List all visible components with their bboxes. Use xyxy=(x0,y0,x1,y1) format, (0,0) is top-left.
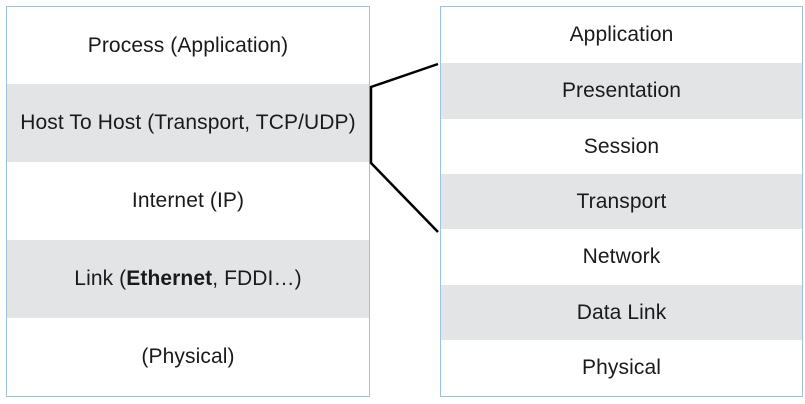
layer-label-prefix: Link ( xyxy=(74,267,127,290)
layer-label: Data Link xyxy=(576,300,667,324)
tcpip-layer-link: Link (Ethernet, FDDI…) xyxy=(7,240,369,318)
layer-label-suffix: , FDDI…) xyxy=(212,267,302,290)
osi-layer-session: Session xyxy=(441,119,802,174)
layer-label: Application xyxy=(569,23,674,46)
layer-label: Transport xyxy=(576,189,667,213)
layer-label: (Physical) xyxy=(141,344,235,368)
osi-layer-presentation: Presentation xyxy=(441,63,802,119)
layer-label: Network xyxy=(582,245,661,268)
connector-outline xyxy=(369,62,439,233)
layer-label: Session xyxy=(583,134,660,158)
osi-layer-network: Network xyxy=(441,229,802,285)
osi-layer-data-link: Data Link xyxy=(441,285,802,340)
osi-layer-stack: Application Presentation Session Transpo… xyxy=(440,6,803,397)
tcpip-layer-stack: Process (Application) Host To Host (Tran… xyxy=(6,6,370,397)
osi-layer-transport: Transport xyxy=(441,174,802,229)
layer-label-ethernet: Ethernet xyxy=(126,267,213,290)
osi-layer-application: Application xyxy=(441,7,802,63)
tcpip-layer-host-to-host: Host To Host (Transport, TCP/UDP) xyxy=(7,84,369,162)
layer-label: Process (Application) xyxy=(87,33,289,57)
layer-label: Physical xyxy=(582,355,661,379)
tcpip-layer-internet: Internet (IP) xyxy=(7,162,369,240)
layer-label: Internet (IP) xyxy=(131,189,245,212)
tcpip-layer-process: Process (Application) xyxy=(7,7,369,84)
layer-label: Host To Host (Transport, TCP/UDP) xyxy=(20,111,356,134)
osi-layer-physical: Physical xyxy=(441,340,802,395)
layer-label: Link (Ethernet, FDDI…) xyxy=(74,267,301,291)
layer-label: Presentation xyxy=(561,79,682,102)
tcpip-layer-physical: (Physical) xyxy=(7,318,369,395)
